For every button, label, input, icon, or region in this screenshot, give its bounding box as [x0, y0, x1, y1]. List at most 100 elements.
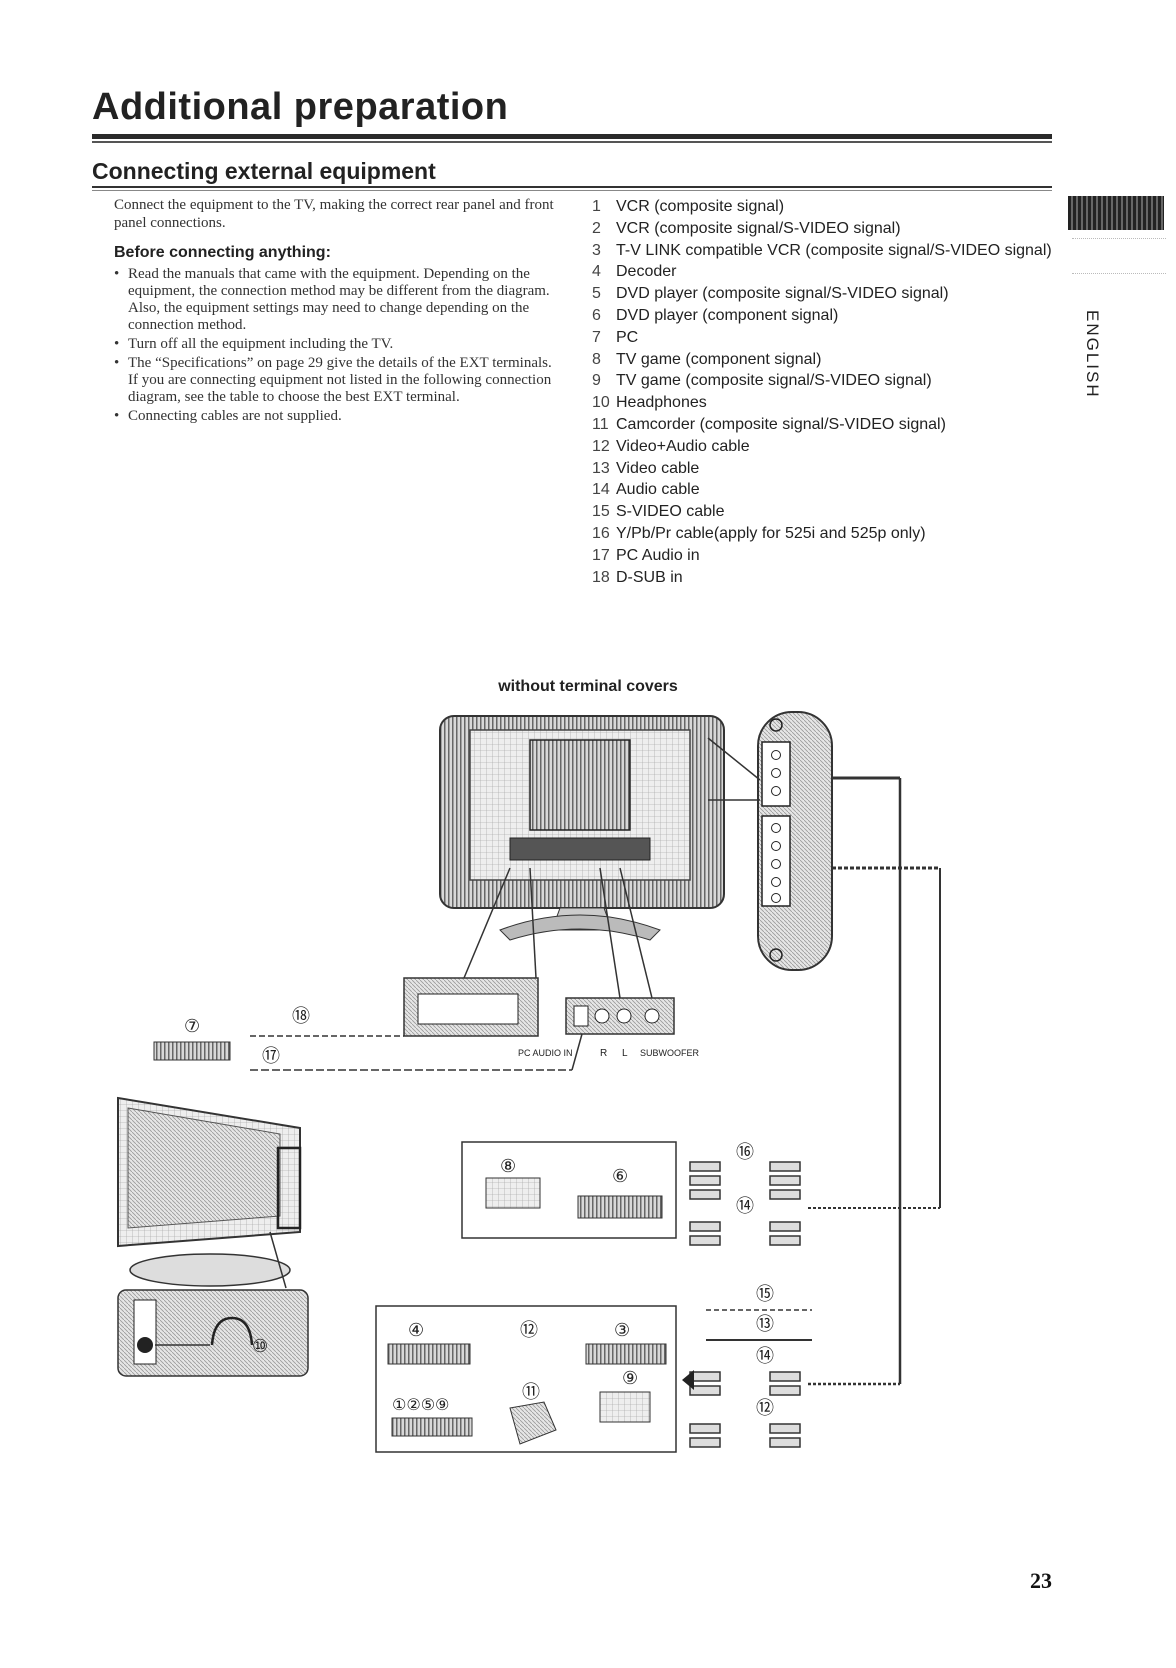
tv-game-device	[599, 1391, 651, 1423]
legend-number: 1	[592, 198, 601, 215]
pc-device	[153, 1041, 231, 1061]
legend-number: 4	[592, 263, 601, 281]
callout-18: ⑱	[292, 1006, 310, 1027]
legend-item: 8 TV game (component signal)	[592, 349, 1062, 371]
equipment-legend: 1 VCR (composite signal) 2 VCR (composite s…	[592, 196, 1062, 588]
legend-number: 10	[592, 394, 610, 412]
legend-number: 6	[592, 306, 601, 324]
composite-cables	[689, 1371, 801, 1448]
legend-item: 16 Y/Pb/Pr cable(apply for 525i and 525p …	[592, 523, 1062, 545]
tvlink-vcr-device	[585, 1343, 667, 1365]
legend-text: Audio cable	[616, 481, 700, 499]
dvd-player	[577, 1195, 663, 1219]
before-heading: Before connecting anything:	[114, 244, 331, 261]
legend-item: 10 Headphones	[592, 392, 1062, 414]
tv-front-view	[117, 1096, 302, 1289]
legend-text: Video+Audio cable	[616, 437, 750, 455]
legend-number: 8	[592, 350, 601, 368]
pc-audio-in-label: PC AUDIO IN	[518, 1048, 573, 1058]
legend-text: Decoder	[616, 263, 677, 281]
legend-item: 1 VCR (composite signal)	[592, 196, 1062, 218]
arrow-icon	[682, 1370, 694, 1390]
bullet-item: Connecting cables are not supplied.	[114, 408, 554, 425]
callout-14b: ⑭	[756, 1346, 774, 1367]
legend-item: 9 TV game (composite signal/S-VIDEO signa…	[592, 370, 1062, 392]
legend-number: 5	[592, 285, 601, 303]
callout-4: ④	[408, 1320, 424, 1341]
headphone-jack-closeup	[117, 1289, 309, 1377]
legend-item: 5 DVD player (composite signal/S-VIDEO si…	[592, 283, 1062, 305]
legend-text: S-VIDEO cable	[616, 503, 725, 521]
section-rule	[92, 186, 1052, 188]
callout-11: ⑪	[522, 1382, 540, 1403]
legend-number: 18	[592, 568, 610, 586]
l-label: L	[622, 1048, 628, 1059]
legend-number: 13	[592, 459, 610, 477]
r-label: R	[600, 1048, 607, 1059]
legend-text: Y/Pb/Pr cable(apply for 525i and 525p on…	[616, 524, 926, 542]
legend-text: D-SUB in	[616, 568, 683, 586]
game-console	[485, 1177, 541, 1209]
callout-7: ⑦	[184, 1016, 200, 1037]
legend-item: 17 PC Audio in	[592, 545, 1062, 567]
callout-15: ⑮	[756, 1284, 774, 1305]
bullet-item: Read the manuals that came with the equi…	[114, 266, 554, 334]
diagram-caption: without terminal covers	[498, 678, 678, 695]
title-rule	[92, 134, 1052, 139]
language-label: ENGLISH	[1083, 310, 1102, 399]
vcr-device	[391, 1417, 473, 1437]
language-tab-dots	[1072, 238, 1166, 274]
legend-item: 15 S-VIDEO cable	[592, 501, 1062, 523]
decoder-device	[387, 1343, 471, 1365]
legend-text: TV game (component signal)	[616, 350, 822, 368]
callout-12: ⑫	[520, 1320, 538, 1341]
legend-number: 17	[592, 546, 610, 564]
callout-12b: ⑫	[756, 1398, 774, 1419]
pc-terminal-block	[403, 867, 539, 1037]
legend-item: 2 VCR (composite signal/S-VIDEO signal)	[592, 218, 1062, 240]
legend-number: 16	[592, 524, 610, 542]
callout-8: ⑧	[500, 1156, 516, 1177]
legend-text: VCR (composite signal/S-VIDEO signal)	[616, 219, 901, 237]
section-rule-thin	[92, 190, 1052, 191]
legend-item: 18 D-SUB in	[592, 567, 1062, 589]
language-tab-marker	[1068, 196, 1164, 230]
legend-text: TV game (composite signal/S-VIDEO signal…	[616, 372, 932, 390]
title-rule-thin	[92, 141, 1052, 143]
legend-item: 4 Decoder	[592, 261, 1062, 283]
legend-number: 7	[592, 328, 601, 346]
before-bullets: Read the manuals that came with the equi…	[114, 266, 554, 427]
callout-1235: ①②⑤⑨	[392, 1395, 449, 1414]
bullet-item: The “Specifications” on page 29 give the…	[114, 355, 554, 406]
routing-lines	[832, 776, 941, 1384]
component-cables	[689, 1161, 801, 1246]
legend-number: 15	[592, 503, 610, 521]
callout-13: ⑬	[756, 1314, 774, 1335]
legend-text: PC	[616, 328, 639, 346]
headphones-icon	[210, 1316, 254, 1346]
legend-item: 14 Audio cable	[592, 479, 1062, 501]
callout-10: ⑩	[252, 1336, 268, 1357]
callout-17: ⑰	[262, 1046, 280, 1067]
callout-16: ⑯	[736, 1142, 754, 1163]
legend-number: 11	[592, 415, 609, 433]
callout-6: ⑥	[612, 1166, 628, 1187]
legend-text: DVD player (composite signal/S-VIDEO sig…	[616, 285, 949, 303]
callout-3: ③	[614, 1320, 630, 1341]
camcorder-device	[509, 1401, 557, 1445]
legend-number: 2	[592, 219, 601, 237]
legend-number: 12	[592, 437, 610, 455]
legend-number: 14	[592, 481, 610, 499]
side-terminal-panel	[707, 711, 833, 971]
callout-14: ⑭	[736, 1196, 754, 1217]
callout-9: ⑨	[622, 1368, 638, 1389]
legend-text: PC Audio in	[616, 546, 700, 564]
legend-text: VCR (composite signal)	[616, 198, 785, 215]
legend-text: Headphones	[616, 394, 707, 412]
section-title: Connecting external equipment	[92, 158, 436, 184]
legend-text: Camcorder (composite signal/S-VIDEO sign…	[616, 415, 946, 433]
legend-number: 9	[592, 372, 601, 390]
legend-text: DVD player (component signal)	[616, 306, 839, 324]
